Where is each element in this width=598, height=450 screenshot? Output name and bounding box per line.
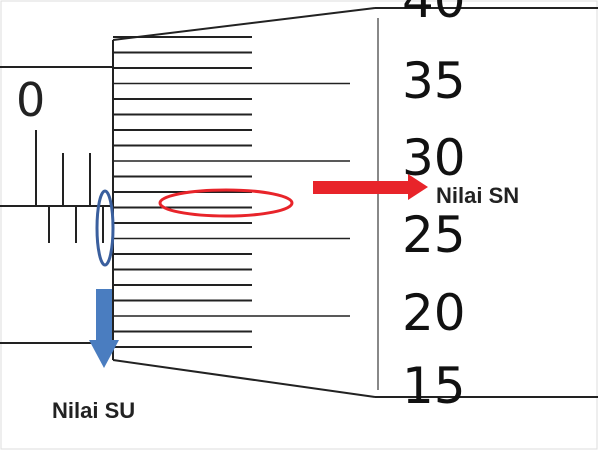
sn-arrow-head [408,174,428,200]
su-label: Nilai SU [52,398,135,423]
thimble-number-25: 25 [402,206,466,264]
sn-highlight-ellipse [158,188,294,218]
thimble-number-35: 35 [402,52,466,110]
thimble-number-20: 20 [402,284,466,342]
sn-arrow-shaft [313,181,409,194]
thimble-number-15: 15 [402,357,466,415]
sn-arrow [313,174,428,200]
su-arrow-shaft [96,289,112,341]
thimble-number-40: 40 [402,0,466,29]
su-arrow-head [89,340,119,368]
thimble-bottom-bevel [112,359,376,398]
su-highlight-ellipse [95,189,115,267]
su-arrow [89,289,119,368]
thimble-top-bevel [112,7,376,41]
thimble-graduations [113,36,350,348]
sn-label: Nilai SN [436,183,519,208]
main-scale-zero-label: 0 [16,73,45,127]
thimble: 40 35 30 25 20 15 [112,0,598,415]
sleeve: 0 [0,66,113,344]
